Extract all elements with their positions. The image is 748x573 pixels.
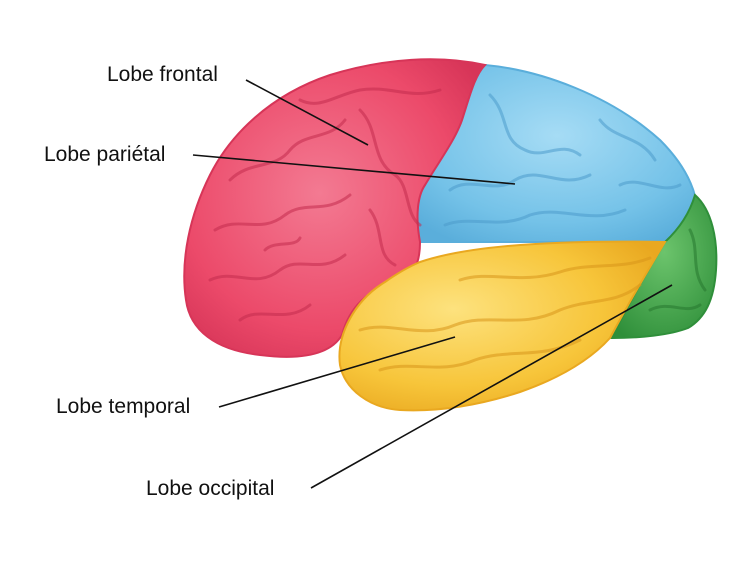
label-parietal-lobe: Lobe pariétal (44, 143, 166, 166)
parietal-gyri (443, 93, 682, 227)
label-temporal-lobe: Lobe temporal (56, 395, 191, 418)
frontal-gyri (208, 87, 442, 322)
leader-line-occipital (310, 284, 673, 489)
frontal-lobe (183, 58, 487, 358)
leader-lines (192, 79, 673, 489)
leader-line-frontal (245, 79, 369, 146)
temporal-gyri (358, 256, 652, 372)
label-occipital-lobe: Lobe occipital (146, 477, 275, 500)
occipital-gyri (648, 228, 707, 312)
label-frontal-lobe: Lobe frontal (107, 63, 218, 86)
leader-line-temporal (218, 336, 456, 408)
leader-line-parietal (192, 154, 516, 185)
